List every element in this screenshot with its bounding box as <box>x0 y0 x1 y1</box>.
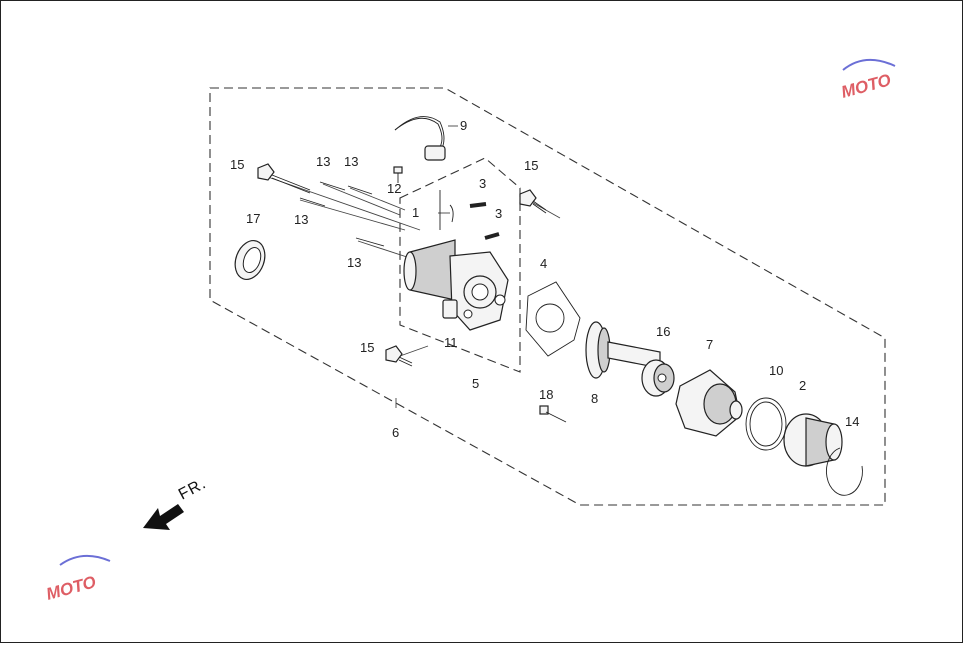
watermark-text: MOTO <box>839 70 893 101</box>
brush-clip-part-1 <box>439 190 454 230</box>
circlip-part-14 <box>825 447 863 496</box>
flange-bolt-part-15-top <box>257 163 311 194</box>
callout-10: 10 <box>769 363 783 378</box>
gear-shaft-part-8 <box>585 321 661 379</box>
wire-harness-part <box>394 116 458 161</box>
bolt-part-18 <box>539 405 567 423</box>
long-bolt-part-13 <box>299 181 385 247</box>
arrow-down-left-icon <box>143 504 184 530</box>
watermark-text: MOTO <box>44 572 98 603</box>
callout-4: 4 <box>540 256 547 271</box>
flange-bolt-part-15-bottom <box>385 345 413 367</box>
callout-1: 1 <box>412 205 419 220</box>
washer-ring-part-17 <box>234 240 266 280</box>
callout-3: 3 <box>479 176 486 191</box>
bearing-part-16 <box>641 359 675 397</box>
housing-part-7 <box>675 369 743 437</box>
callout-2: 2 <box>799 378 806 393</box>
callout-labels: 1 2 3 3 4 5 6 7 8 9 10 11 12 13 13 13 13… <box>230 118 859 440</box>
callout-16: 16 <box>656 324 670 339</box>
gasket-part-4 <box>525 281 581 357</box>
callout-8: 8 <box>591 391 598 406</box>
flange-bolt-part-15-right <box>519 189 547 214</box>
dowel-pin-part-3 <box>469 202 500 240</box>
o-ring-part-10 <box>745 397 787 451</box>
callout-6: 6 <box>392 425 399 440</box>
assembly-boundary-inner <box>399 157 521 373</box>
callout-14: 14 <box>845 414 859 429</box>
watermark-logo-top: MOTO <box>839 59 896 102</box>
callout-9: 9 <box>460 118 467 133</box>
callout-13: 13 <box>294 212 308 227</box>
callout-7: 7 <box>706 337 713 352</box>
callout-15: 15 <box>230 157 244 172</box>
callout-18: 18 <box>539 387 553 402</box>
small-bolt-part-12 <box>393 166 403 183</box>
callout-15: 15 <box>360 340 374 355</box>
callout-15: 15 <box>524 158 538 173</box>
callout-5: 5 <box>472 376 479 391</box>
direction-label: FR. <box>176 475 209 504</box>
direction-indicator: FR. <box>143 475 209 530</box>
callout-13: 13 <box>344 154 358 169</box>
starter-motor-part <box>403 239 509 331</box>
callout-11: 11 <box>444 335 458 350</box>
callout-13: 13 <box>316 154 330 169</box>
clutch-gear-part-2 <box>783 413 843 467</box>
callout-13: 13 <box>347 255 361 270</box>
callout-17: 17 <box>246 211 260 226</box>
watermark-logo-bottom: MOTO <box>44 554 111 604</box>
callout-3: 3 <box>495 206 502 221</box>
callout-12: 12 <box>387 181 401 196</box>
